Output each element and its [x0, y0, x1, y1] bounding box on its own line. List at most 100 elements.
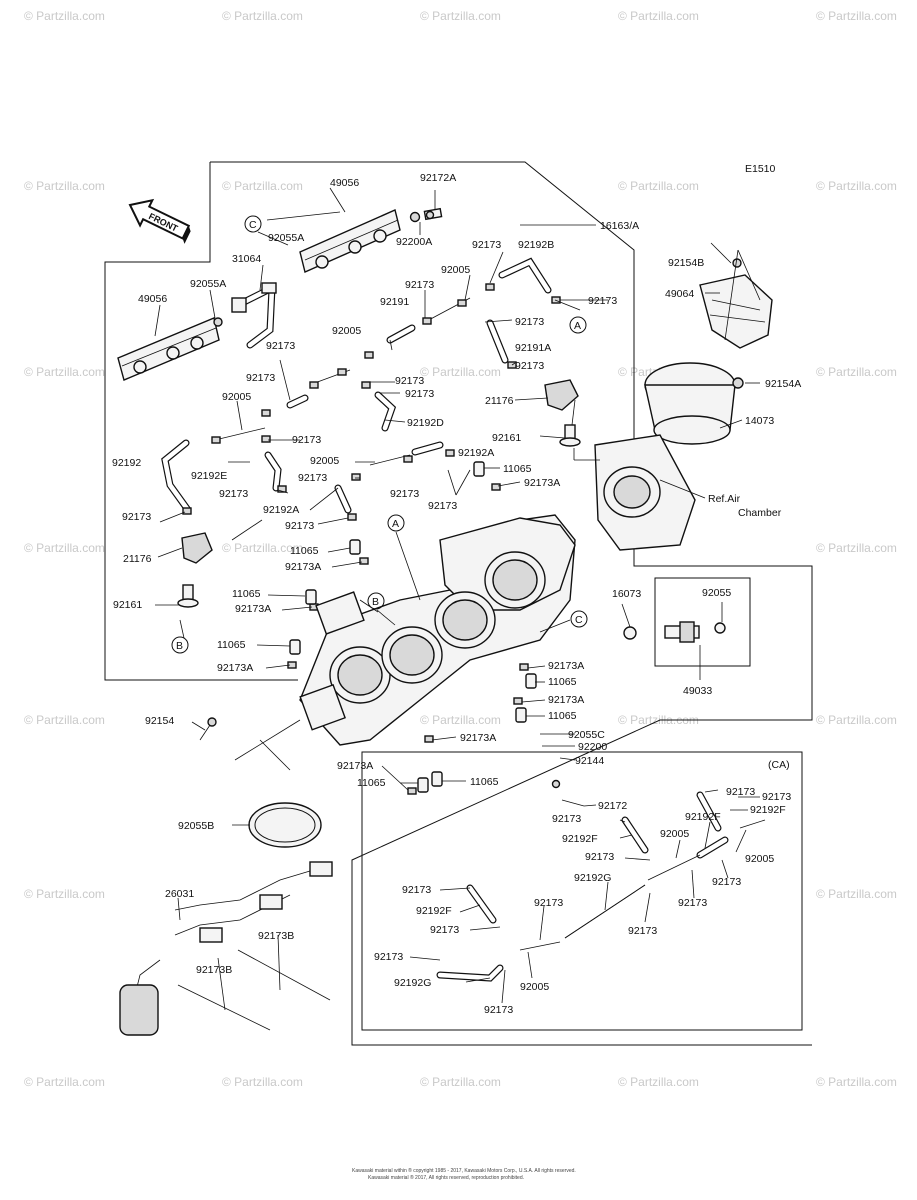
part-label: 92173A: [524, 477, 560, 489]
part-label: 92173: [390, 488, 419, 500]
part-label: 92055B: [178, 820, 214, 832]
watermark: © Partzilla.com: [618, 713, 699, 727]
part-label: 92173: [515, 360, 544, 372]
part-label: 92173A: [285, 561, 321, 573]
copyright-line-2: Kawasaki material ® 2017, All rights res…: [368, 1174, 524, 1181]
watermark: © Partzilla.com: [24, 365, 105, 379]
part-label: 92200A: [396, 236, 432, 248]
wiring-harness: [119, 861, 333, 1036]
fuel-hose: [231, 282, 277, 349]
sensor-upper: [544, 379, 581, 447]
watermark: © Partzilla.com: [816, 1075, 897, 1089]
part-label: Chamber: [738, 507, 782, 519]
ca-hoses: [436, 791, 766, 982]
part-label: 92173: [405, 388, 434, 400]
part-label: 92005: [660, 828, 689, 840]
part-label: 92173B: [196, 964, 232, 976]
part-label: 92005: [745, 853, 774, 865]
part-label: 92173: [534, 897, 563, 909]
part-label: 92172: [598, 800, 627, 812]
copyright-line: Kawasaki material within ® copyright 198…: [352, 1167, 576, 1174]
watermark: © Partzilla.com: [618, 1075, 699, 1089]
part-label: 49056: [138, 293, 167, 305]
part-label: 21176: [123, 553, 152, 565]
part-label: 92173: [712, 876, 741, 888]
part-label: 92005: [520, 981, 549, 993]
part-label: 11065: [217, 639, 246, 651]
part-label: 92192A: [458, 447, 494, 459]
part-labels: 49056 92172A 16163/A 92055A 92200A 31064…: [112, 172, 801, 1016]
part-label: 92173A: [548, 660, 584, 672]
callout-label: B: [372, 596, 379, 608]
part-label: 11065: [548, 710, 577, 722]
part-label: 92173: [678, 897, 707, 909]
watermark: © Partzilla.com: [24, 541, 105, 555]
part-label: 92173: [298, 472, 327, 484]
part-label: 92173: [374, 951, 403, 963]
part-label: 92161: [492, 432, 521, 444]
part-label: 92173A: [337, 760, 373, 772]
part-label: 92173A: [235, 603, 271, 615]
callout-label: A: [574, 320, 581, 332]
part-label: 11065: [357, 777, 386, 789]
watermark: © Partzilla.com: [816, 541, 897, 555]
watermark: © Partzilla.com: [222, 179, 303, 193]
part-label: 92173: [219, 488, 248, 500]
part-label: 49056: [330, 177, 359, 189]
part-label: 92173: [515, 316, 544, 328]
callout-a-lower: A: [387, 514, 405, 532]
part-label: 92055A: [190, 278, 226, 290]
vacuum-hoses: [161, 257, 552, 514]
watermark: © Partzilla.com: [420, 9, 501, 23]
part-label: 92005: [222, 391, 251, 403]
part-label: 16163/A: [600, 220, 639, 232]
part-label: 92173: [472, 239, 501, 251]
part-label: 92192D: [407, 417, 444, 429]
part-label: 92173: [246, 372, 275, 384]
watermark: © Partzilla.com: [618, 9, 699, 23]
part-label: Ref.Air: [708, 493, 741, 505]
watermark: © Partzilla.com: [222, 541, 303, 555]
part-label: 92192B: [518, 239, 554, 251]
watermark: © Partzilla.com: [24, 713, 105, 727]
callout-label: C: [575, 614, 583, 626]
watermark: © Partzilla.com: [420, 713, 501, 727]
o-ring: [248, 802, 322, 848]
part-label: 92005: [310, 455, 339, 467]
part-label: 49064: [665, 288, 694, 300]
part-label: 92173A: [548, 694, 584, 706]
part-label: 92173: [628, 925, 657, 937]
part-label: 92173: [762, 791, 791, 803]
callout-c-upper: C: [244, 215, 262, 233]
part-label: 11065: [290, 545, 319, 557]
part-label: 92191A: [515, 342, 551, 354]
part-label: 92173: [395, 375, 424, 387]
part-label: 11065: [470, 776, 499, 788]
part-label: 16073: [612, 588, 641, 600]
part-label: 31064: [232, 253, 261, 265]
callout-label: A: [392, 518, 399, 530]
part-label: 49033: [683, 685, 712, 697]
watermark: © Partzilla.com: [24, 9, 105, 23]
part-label: 92192F: [750, 804, 786, 816]
part-label: 92173: [122, 511, 151, 523]
part-label: 92173: [484, 1004, 513, 1016]
part-label: 92173A: [460, 732, 496, 744]
part-label: 92173: [428, 500, 457, 512]
fuel-rail-upper: [299, 207, 443, 273]
part-label: 92173: [285, 520, 314, 532]
part-label: 92173: [552, 813, 581, 825]
part-label: 21176: [485, 395, 514, 407]
ref-air-chamber: [594, 434, 696, 551]
watermark: © Partzilla.com: [222, 9, 303, 23]
part-label: 92144: [575, 755, 604, 767]
front-arrow: FRONT: [128, 198, 191, 244]
watermark: © Partzilla.com: [816, 179, 897, 193]
part-label: 92200: [578, 741, 607, 753]
part-label: 11065: [232, 588, 261, 600]
ca-label: (CA): [768, 759, 790, 771]
injector-box: [654, 577, 751, 667]
throttle-body: [299, 514, 576, 746]
watermark: © Partzilla.com: [816, 9, 897, 23]
